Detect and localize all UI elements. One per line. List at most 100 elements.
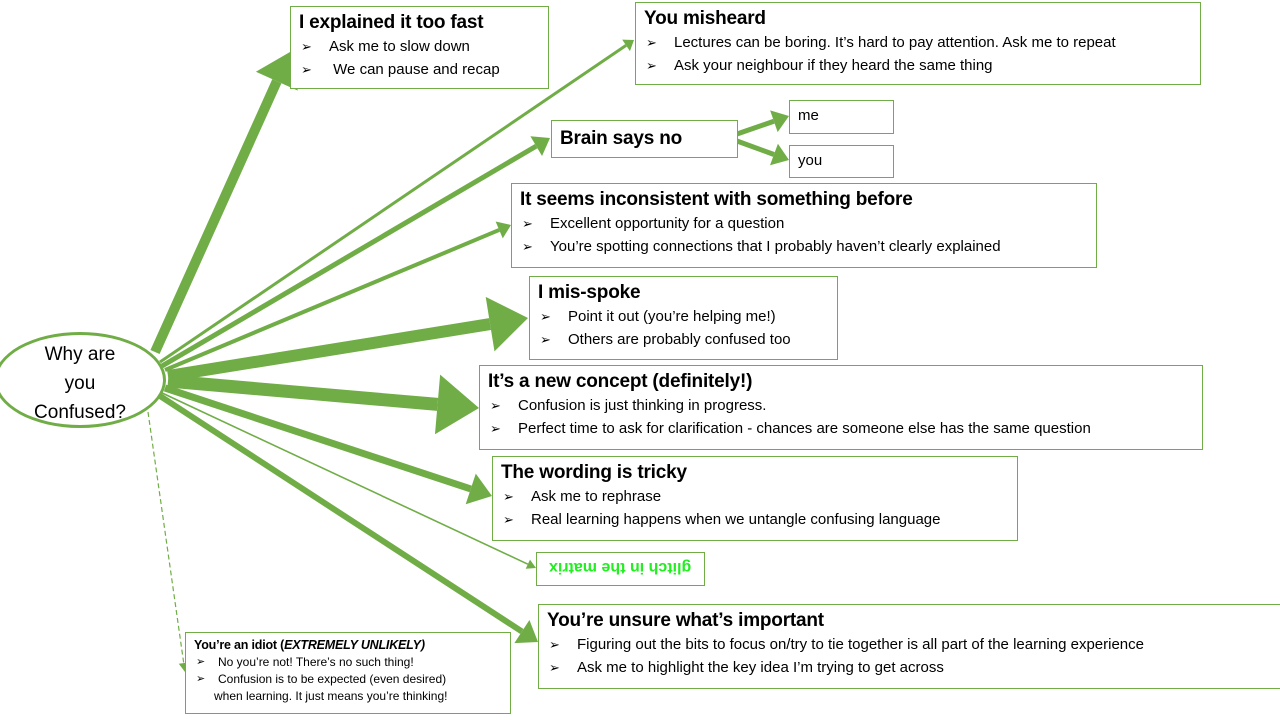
box-title: Brain says no bbox=[560, 128, 683, 149]
arrow-to-misheard-head bbox=[622, 39, 634, 52]
arrow-to-wording-head bbox=[465, 473, 492, 505]
bullet-item: ➢ Others are probably confused too bbox=[538, 328, 829, 351]
bullet-item: ➢ Excellent opportunity for a question bbox=[520, 212, 1088, 235]
arrow-to-idiot-shaft bbox=[147, 411, 185, 664]
title-emphasis: EXTREMELY UNLIKELY) bbox=[284, 638, 425, 652]
box-title: I explained it too fast bbox=[299, 12, 484, 33]
arrow-to-too-fast-shaft bbox=[150, 79, 282, 355]
bullet-continuation: when learning. It just means you’re thin… bbox=[194, 688, 502, 705]
bullet-item: ➢ You’re spotting connections that I prob… bbox=[520, 235, 1088, 258]
bullet-item: ➢ Point it out (you’re helping me!) bbox=[538, 305, 829, 328]
center-line: Confused? bbox=[34, 402, 126, 423]
arrow-brain-to-you-head bbox=[770, 143, 789, 166]
arrow-to-misspoke-head bbox=[485, 296, 528, 352]
arrow-to-glitch-shaft bbox=[159, 391, 529, 565]
bullet-text: Figuring out the bits to focus on/try to… bbox=[577, 636, 1144, 653]
arrowhead-bullet-icon: ➢ bbox=[196, 656, 206, 668]
bullet-text: when learning. It just means you’re thin… bbox=[214, 689, 448, 703]
bullet-text: Ask me to slow down bbox=[329, 38, 470, 55]
arrow-brain-to-me-shaft bbox=[736, 118, 775, 137]
bullet-text: Confusion is to be expected (even desire… bbox=[218, 672, 447, 686]
arrow-to-new-concept-head bbox=[434, 374, 479, 435]
box-title: The wording is tricky bbox=[501, 462, 687, 483]
bullet-item: ➢ Ask me to rephrase bbox=[501, 485, 1009, 508]
box-title: You’re an idiot (EXTREMELY UNLIKELY) bbox=[194, 637, 502, 654]
bullet-text: Others are probably confused too bbox=[568, 331, 791, 348]
arrow-to-unsure-head bbox=[514, 619, 538, 644]
bullet-text: Point it out (you’re helping me!) bbox=[568, 308, 776, 325]
bullet-item: ➢ Ask your neighbour if they heard the sa… bbox=[644, 54, 1192, 77]
arrow-to-too-fast-head bbox=[255, 52, 298, 91]
bullet-item: ➢ Confusion is just thinking in progress. bbox=[488, 394, 1194, 417]
bullet-text: Real learning happens when we untangle c… bbox=[531, 511, 941, 528]
bullet-text: You’re spotting connections that I proba… bbox=[550, 238, 1001, 255]
bullet-item: ➢ Lectures can be boring. It’s hard to pa… bbox=[644, 31, 1192, 54]
arrow-to-inconsistent-head bbox=[495, 221, 511, 239]
arrow-to-brain-shaft bbox=[160, 143, 538, 369]
bullet-text: Excellent opportunity for a question bbox=[550, 215, 785, 232]
arrowhead-bullet-icon: ➢ bbox=[196, 673, 206, 685]
arrowhead-bullet-icon: ➢ bbox=[503, 512, 514, 527]
bullet-item: ➢ Real learning happens when we untangle … bbox=[501, 508, 1009, 531]
bullet-text: Perfect time to ask for clarification - … bbox=[518, 420, 1091, 437]
bullet-item: ➢ Ask me to slow down bbox=[299, 35, 540, 58]
bullet-text: Ask me to rephrase bbox=[531, 488, 662, 505]
center-node-why-confused: Why are you Confused? bbox=[0, 332, 166, 428]
arrow-to-brain-head bbox=[530, 136, 550, 157]
box-glitch: glitch in the matrix bbox=[536, 552, 705, 586]
arrowhead-bullet-icon: ➢ bbox=[301, 62, 312, 77]
box-unsure-important: You’re unsure what’s important ➢ Figuring… bbox=[538, 604, 1280, 689]
title-text: You’re an idiot ( bbox=[194, 638, 285, 652]
box-inconsistent: It seems inconsistent with something bef… bbox=[511, 183, 1097, 268]
arrowhead-bullet-icon: ➢ bbox=[549, 637, 560, 652]
bullet-item: ➢ Confusion is to be expected (even desir… bbox=[194, 671, 502, 688]
arrowhead-bullet-icon: ➢ bbox=[646, 58, 657, 73]
arrowhead-bullet-icon: ➢ bbox=[522, 216, 533, 231]
arrow-to-unsure-shaft bbox=[158, 393, 524, 635]
arrow-to-misheard-shaft bbox=[159, 44, 627, 364]
box-title: It’s a new concept (definitely!) bbox=[488, 371, 753, 392]
arrowhead-bullet-icon: ➢ bbox=[540, 332, 551, 347]
box-title: I mis-spoke bbox=[538, 282, 641, 303]
arrowhead-bullet-icon: ➢ bbox=[490, 421, 501, 436]
arrowhead-bullet-icon: ➢ bbox=[549, 660, 560, 675]
box-title: You’re unsure what’s important bbox=[547, 610, 824, 631]
box-you: you bbox=[789, 145, 894, 178]
arrowhead-bullet-icon: ➢ bbox=[540, 309, 551, 324]
box-text: you bbox=[798, 152, 823, 169]
arrowhead-bullet-icon: ➢ bbox=[646, 35, 657, 50]
bullet-text: Lectures can be boring. It’s hard to pay… bbox=[674, 34, 1116, 51]
box-explained-too-fast: I explained it too fast ➢ Ask me to slow … bbox=[290, 6, 549, 89]
arrow-to-new-concept-shaft bbox=[167, 374, 439, 411]
bullet-item: ➢ No you’re not! There’s no such thing! bbox=[194, 654, 502, 671]
box-title: You misheard bbox=[644, 8, 766, 29]
box-misspoke: I mis-spoke ➢ Point it out (you’re helpin… bbox=[529, 276, 838, 360]
bullet-text: Confusion is just thinking in progress. bbox=[518, 397, 767, 414]
box-title: It seems inconsistent with something bef… bbox=[520, 189, 913, 210]
box-brain-says-no: Brain says no bbox=[551, 120, 738, 158]
box-me: me bbox=[789, 100, 894, 134]
bullet-item: ➢ Figuring out the bits to focus on/try t… bbox=[547, 633, 1274, 656]
arrowhead-bullet-icon: ➢ bbox=[301, 39, 312, 54]
arrow-to-inconsistent-shaft bbox=[164, 228, 500, 372]
center-line: Why are bbox=[44, 344, 116, 365]
bullet-text: No you’re not! There’s no such thing! bbox=[218, 655, 414, 669]
box-wording-tricky: The wording is tricky ➢ Ask me to rephras… bbox=[492, 456, 1018, 541]
box-new-concept: It’s a new concept (definitely!) ➢ Confus… bbox=[479, 365, 1203, 450]
bullet-text: Ask me to highlight the key idea I’m try… bbox=[577, 659, 944, 676]
box-idiot: You’re an idiot (EXTREMELY UNLIKELY) ➢ No… bbox=[185, 632, 511, 714]
arrowhead-bullet-icon: ➢ bbox=[503, 489, 514, 504]
arrow-to-misspoke-shaft bbox=[167, 318, 492, 382]
arrow-to-glitch-head bbox=[525, 559, 536, 569]
center-line: you bbox=[64, 373, 96, 394]
bullet-text: We can pause and recap bbox=[329, 61, 500, 78]
glitch-text-upside-down: glitch in the matrix bbox=[549, 559, 692, 576]
arrowhead-bullet-icon: ➢ bbox=[490, 398, 501, 413]
arrow-brain-to-me-head bbox=[770, 110, 789, 133]
arrowhead-bullet-icon: ➢ bbox=[522, 239, 533, 254]
bullet-item: ➢ Ask me to highlight the key idea I’m tr… bbox=[547, 656, 1274, 679]
arrow-to-wording-shaft bbox=[163, 384, 472, 493]
bullet-text: Ask your neighbour if they heard the sam… bbox=[674, 57, 993, 74]
box-misheard: You misheard ➢ Lectures can be boring. It… bbox=[635, 2, 1201, 85]
